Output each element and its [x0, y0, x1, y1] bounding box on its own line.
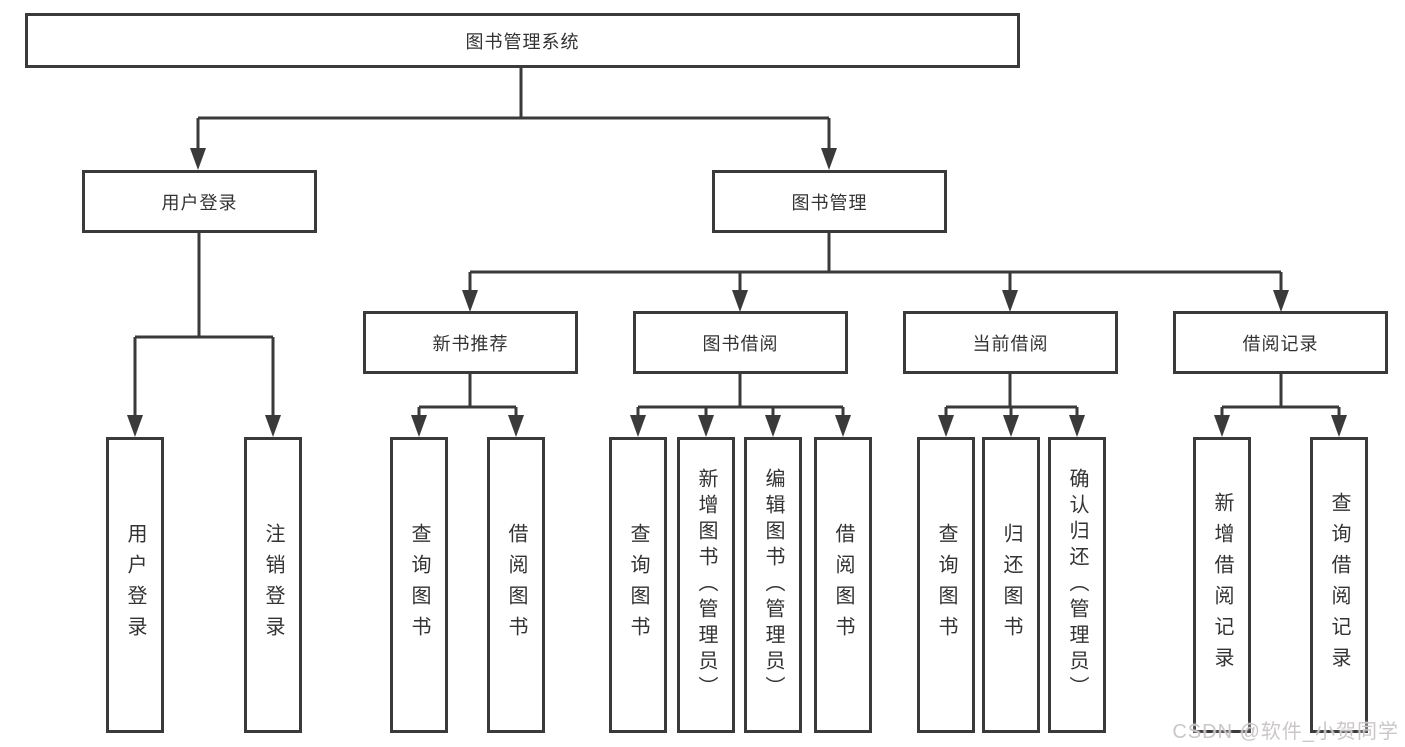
node-current-borrow-label: 当前借阅: [972, 333, 1049, 354]
node-nbr-borrow-books: 借阅图书: [487, 437, 545, 733]
node-user-login-leaf-label: 用户登录: [124, 523, 146, 647]
node-logout-leaf-label: 注销登录: [262, 523, 284, 647]
node-book-management: 图书管理: [712, 170, 947, 233]
node-book-management-label: 图书管理: [791, 192, 868, 213]
node-nbr-query-books: 查询图书: [390, 437, 448, 733]
node-cb-return-books-label: 归还图书: [1000, 523, 1022, 647]
node-current-borrow: 当前借阅: [903, 311, 1118, 374]
node-bb-edit-books-label: 编辑图书（管理员）: [762, 468, 784, 702]
node-new-book-recommend-label: 新书推荐: [432, 333, 509, 354]
node-book-borrow-label: 图书借阅: [702, 333, 779, 354]
node-cb-query-books: 查询图书: [917, 437, 975, 733]
node-cb-query-books-label: 查询图书: [935, 523, 957, 647]
node-root-label: 图书管理系统: [465, 31, 580, 52]
node-new-book-recommend: 新书推荐: [363, 311, 578, 374]
node-br-query-record-label: 查询借阅记录: [1328, 492, 1350, 678]
node-borrow-records-label: 借阅记录: [1242, 333, 1319, 354]
node-nbr-query-books-label: 查询图书: [408, 523, 430, 647]
arrowhead-icons: [127, 148, 1347, 437]
node-root: 图书管理系统: [25, 13, 1020, 68]
node-cb-confirm-return: 确认归还（管理员）: [1048, 437, 1106, 733]
node-borrow-records: 借阅记录: [1173, 311, 1388, 374]
node-br-query-record: 查询借阅记录: [1310, 437, 1368, 733]
node-bb-query-books: 查询图书: [609, 437, 667, 733]
node-cb-return-books: 归还图书: [982, 437, 1040, 733]
node-bb-borrow-books: 借阅图书: [814, 437, 872, 733]
node-bb-add-books: 新增图书（管理员）: [677, 437, 735, 733]
node-user-login: 用户登录: [82, 170, 317, 233]
node-book-borrow: 图书借阅: [633, 311, 848, 374]
node-br-add-record-label: 新增借阅记录: [1211, 492, 1233, 678]
node-br-add-record: 新增借阅记录: [1193, 437, 1251, 733]
node-cb-confirm-return-label: 确认归还（管理员）: [1066, 468, 1088, 702]
node-bb-query-books-label: 查询图书: [627, 523, 649, 647]
csdn-watermark: CSDN @软件_小贺同学: [1172, 721, 1399, 743]
node-bb-borrow-books-label: 借阅图书: [832, 523, 854, 647]
node-bb-add-books-label: 新增图书（管理员）: [695, 468, 717, 702]
node-user-login-label: 用户登录: [161, 192, 238, 213]
node-bb-edit-books: 编辑图书（管理员）: [744, 437, 802, 733]
node-nbr-borrow-books-label: 借阅图书: [505, 523, 527, 647]
node-logout-leaf: 注销登录: [244, 437, 302, 733]
node-user-login-leaf: 用户登录: [106, 437, 164, 733]
